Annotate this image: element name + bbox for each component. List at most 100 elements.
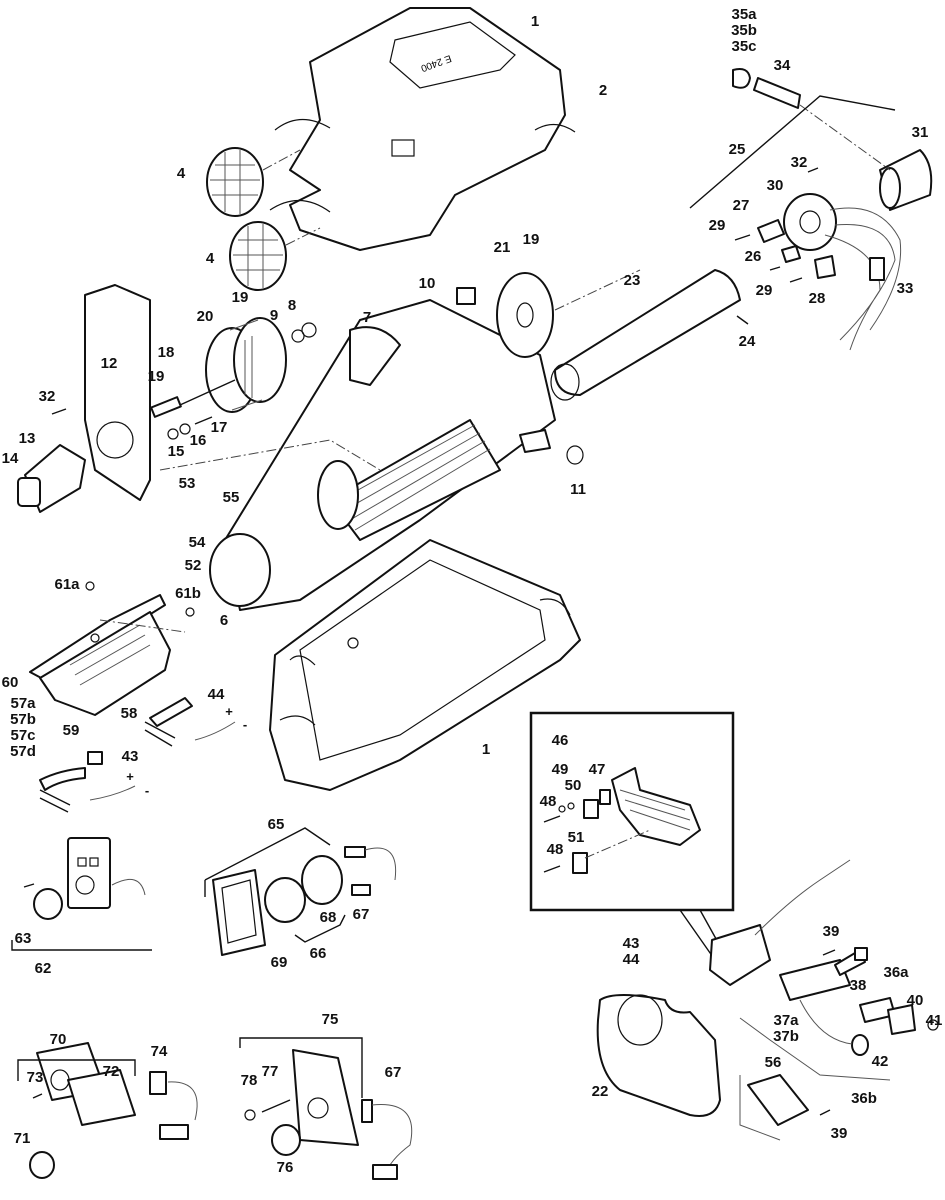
control-unit-lower <box>709 859 939 1056</box>
label-part-23: 23 <box>623 272 641 289</box>
label-part-32-right: 32 <box>790 154 808 171</box>
label-part-50: 50 <box>564 777 582 794</box>
controller-65 <box>212 846 397 956</box>
label-part-61b: 61b <box>175 585 201 602</box>
label-part-1-bottom: 1 <box>481 741 491 758</box>
label-part-13: 13 <box>18 430 36 447</box>
label-part-31: 31 <box>911 124 929 141</box>
silencer-34 <box>732 68 801 109</box>
label-part-4-upper: 4 <box>176 165 186 182</box>
bracket-25 <box>689 95 896 209</box>
label-part-76: 76 <box>276 1159 294 1176</box>
exhaust-tube <box>550 269 741 401</box>
label-part-46: 46 <box>551 732 569 749</box>
label-part-43-44: 43 44 <box>622 935 640 968</box>
label-part-35: 35a 35b 35c <box>731 6 757 55</box>
control-box <box>29 594 171 716</box>
label-part-68: 68 <box>319 909 337 926</box>
bracket-62 <box>11 940 152 951</box>
label-part-72: 72 <box>102 1063 120 1080</box>
label-part-61a: 61a <box>54 576 80 593</box>
label-part-29-lower: 29 <box>755 282 773 299</box>
label-part-21: 21 <box>493 239 511 256</box>
label-part-57: 57a 57b 57c 57d <box>10 695 36 760</box>
bottom-shell <box>269 539 581 791</box>
label-part-33: 33 <box>896 280 914 297</box>
motor <box>17 444 86 513</box>
clip-10 <box>456 287 476 305</box>
label-part-24: 24 <box>738 333 756 350</box>
label-part-62: 62 <box>34 960 52 977</box>
label-part-43: 43 <box>121 748 139 765</box>
heat-exchanger-gasket-22 <box>596 994 721 1117</box>
label-part-59: 59 <box>62 722 80 739</box>
label-part-52: 52 <box>184 557 202 574</box>
label-part-11: 11 <box>570 481 586 498</box>
controller-62 <box>23 837 146 920</box>
heat-exchanger <box>209 299 584 611</box>
label-part-75: 75 <box>321 1011 339 1028</box>
label-part-55: 55 <box>222 489 240 506</box>
label-part-9: 9 <box>269 307 279 324</box>
label-part-54: 54 <box>188 534 206 551</box>
label-part-67-upper: 67 <box>352 906 370 923</box>
burner-assembly <box>734 149 933 351</box>
label-part-17: 17 <box>210 419 228 436</box>
label-part-73: 73 <box>26 1069 44 1086</box>
label-part-25: 25 <box>728 141 746 158</box>
label-part-38: 38 <box>849 977 867 994</box>
label-part-36b: 36b <box>851 1090 877 1107</box>
blower-wheel <box>205 317 287 413</box>
label-part-67-lower: 67 <box>384 1064 402 1081</box>
label-part-27: 27 <box>732 197 750 214</box>
label-part-56: 56 <box>764 1054 782 1071</box>
relay-56 <box>747 1074 809 1126</box>
label-part-2: 2 <box>598 82 608 99</box>
label-part-29-upper: 29 <box>708 217 726 234</box>
label-part-39-upper: 39 <box>822 923 840 940</box>
label-part-77: 77 <box>261 1063 279 1080</box>
label-part-8: 8 <box>287 297 297 314</box>
label-part-30: 30 <box>766 177 784 194</box>
label-part-28: 28 <box>808 290 826 307</box>
label-part-26: 26 <box>744 248 762 265</box>
controller-75 <box>244 1049 413 1180</box>
label-part-63: 63 <box>14 930 32 947</box>
label-part-12: 12 <box>100 355 118 372</box>
label-part-65: 65 <box>267 816 285 833</box>
wire-plus-44: + <box>225 704 233 719</box>
label-part-47: 47 <box>588 761 606 778</box>
label-part-70: 70 <box>49 1031 67 1048</box>
impeller-21 <box>496 272 554 358</box>
label-part-39-lower: 39 <box>830 1125 848 1142</box>
label-part-66: 66 <box>309 945 327 962</box>
label-part-53: 53 <box>178 475 196 492</box>
label-part-7: 7 <box>362 309 372 326</box>
inset-board <box>543 767 701 874</box>
label-part-19-right: 19 <box>522 231 540 248</box>
controller-70 <box>29 1042 198 1179</box>
bracket-66 <box>294 914 346 943</box>
label-part-48-upper: 48 <box>539 793 557 810</box>
air-grille-lower <box>229 221 287 291</box>
label-part-58: 58 <box>120 705 138 722</box>
bracket-65 <box>204 827 331 897</box>
label-part-10: 10 <box>418 275 436 292</box>
label-part-15: 15 <box>167 443 185 460</box>
label-part-41: 41 <box>925 1012 943 1029</box>
label-part-49: 49 <box>551 761 569 778</box>
label-part-74: 74 <box>150 1043 168 1060</box>
label-part-71: 71 <box>13 1130 31 1147</box>
label-part-34: 34 <box>773 57 791 74</box>
air-grille-upper <box>206 147 264 217</box>
label-part-36a: 36a <box>883 964 909 981</box>
wire-plus-43: + <box>126 769 134 784</box>
label-part-6: 6 <box>219 612 229 629</box>
wire-minus-43: - <box>144 783 150 798</box>
label-part-20: 20 <box>196 308 214 325</box>
label-part-1-top: 1 <box>530 13 540 30</box>
label-part-37: 37a 37b <box>773 1012 799 1045</box>
bracket-70 <box>17 1059 136 1081</box>
label-part-40: 40 <box>906 992 924 1009</box>
